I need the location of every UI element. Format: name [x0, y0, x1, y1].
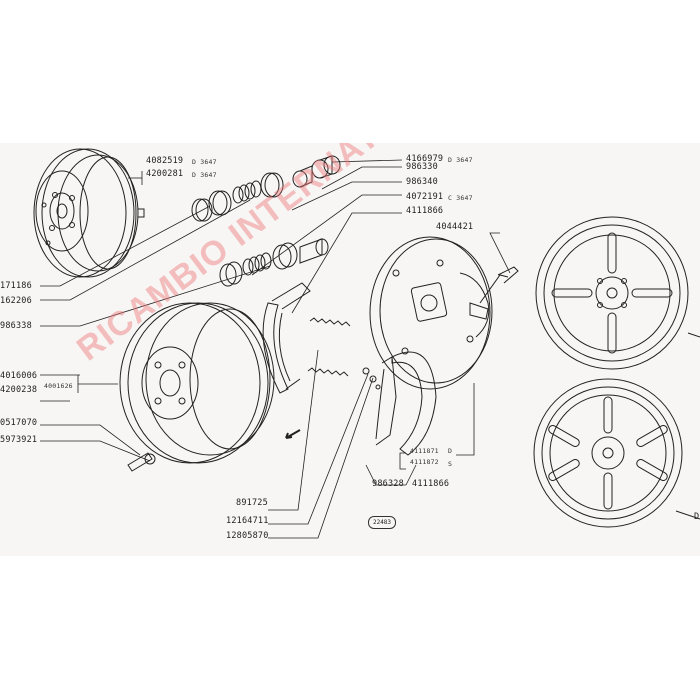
part-label-986338: 986338 — [0, 321, 32, 331]
brake-assembly-drawing — [33, 148, 700, 539]
part-note: C 3647 — [448, 194, 473, 202]
part-label-12805870: 12805870 — [226, 531, 269, 541]
brake-shoe-left — [262, 282, 311, 394]
part-label-4001626: 4001626 — [44, 382, 73, 390]
part-label-12164711: 12164711 — [226, 516, 269, 526]
wheel-rim-bottom-drawing — [533, 378, 700, 528]
part-note: S — [448, 460, 453, 468]
part-label-4016006: 4016006 — [0, 371, 38, 381]
wheel-rim-top-drawing — [535, 216, 700, 370]
part-note: D 3647 — [448, 156, 473, 164]
front-brake-drum-drawing — [33, 148, 145, 278]
part-note: D 3647 — [192, 171, 217, 179]
leader-lines — [40, 159, 511, 539]
part-label-4200238: 4200238 — [0, 385, 38, 395]
part-label-4200281: 4200281 — [146, 169, 184, 179]
part-label-4044421: 4044421 — [436, 222, 474, 232]
part-label-4072191: 4072191 — [406, 192, 444, 202]
wheel-cylinder-parts-upper — [191, 155, 341, 222]
exploded-parts-diagram: RICAMBIO INTERNATIONAL 4082519 D 3647 42… — [0, 143, 700, 556]
part-label-891725: 891725 — [236, 498, 268, 508]
part-label-4166979: 4166979 — [406, 154, 444, 164]
backing-plate-drawing — [369, 236, 519, 390]
part-label-0517070: 0517070 — [0, 418, 38, 428]
part-label-171186: 171186 — [0, 281, 32, 291]
part-label-986328: 986328 — [372, 479, 404, 489]
part-label-4111871: 4111871 — [410, 447, 439, 455]
brake-shoe-right — [375, 351, 437, 456]
part-label-162206: 162206 — [0, 296, 32, 306]
part-label-4111872: 4111872 — [410, 458, 439, 466]
part-note: D — [448, 447, 453, 455]
part-note: D 3647 — [192, 158, 217, 166]
part-label-4111866: 4111866 — [406, 206, 444, 216]
part-label-5973921: 5973921 — [0, 435, 38, 445]
part-label-4082519: 4082519 — [146, 156, 184, 166]
shoe-springs — [307, 317, 381, 390]
edge-label: D — [694, 512, 700, 522]
part-label-986340: 986340 — [406, 177, 438, 187]
part-label-986330: 986330 — [406, 162, 438, 172]
drawing-code-badge: 22483 — [368, 516, 396, 529]
part-label-4111866: 4111866 — [412, 479, 450, 489]
direction-arrow — [285, 429, 301, 439]
rear-brake-drum-drawing — [119, 302, 275, 472]
